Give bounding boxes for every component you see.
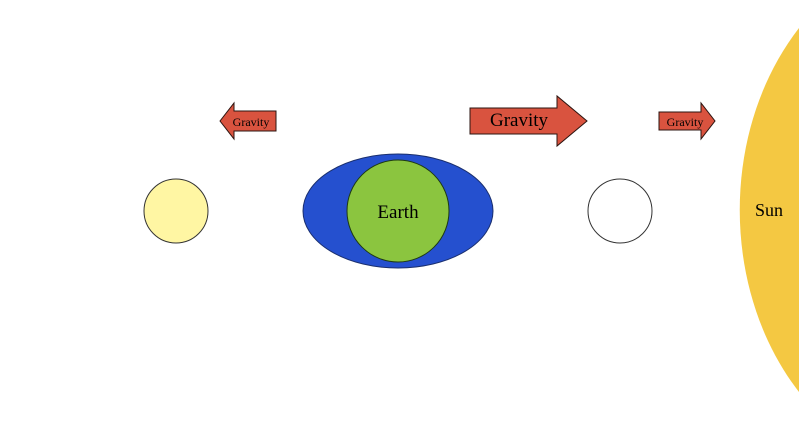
arrow-right-small-icon bbox=[658, 101, 716, 141]
moon-near bbox=[143, 178, 209, 244]
earth-circle bbox=[346, 159, 450, 263]
sun-label: Sun bbox=[755, 200, 783, 220]
gravity-arrow-center: Gravity bbox=[469, 94, 588, 148]
sun-shape bbox=[739, 28, 799, 392]
arrow-right-label: Gravity bbox=[667, 115, 704, 129]
moon-far bbox=[587, 178, 653, 244]
arrow-right-large-icon bbox=[469, 94, 588, 148]
arrow-left-icon bbox=[219, 101, 277, 141]
gravity-arrow-right: Gravity bbox=[658, 101, 716, 141]
earth-label: Earth bbox=[377, 202, 419, 223]
gravity-arrow-left: Gravity bbox=[219, 101, 277, 141]
arrow-left-label: Gravity bbox=[233, 115, 270, 129]
arrow-center-label: Gravity bbox=[490, 110, 549, 131]
